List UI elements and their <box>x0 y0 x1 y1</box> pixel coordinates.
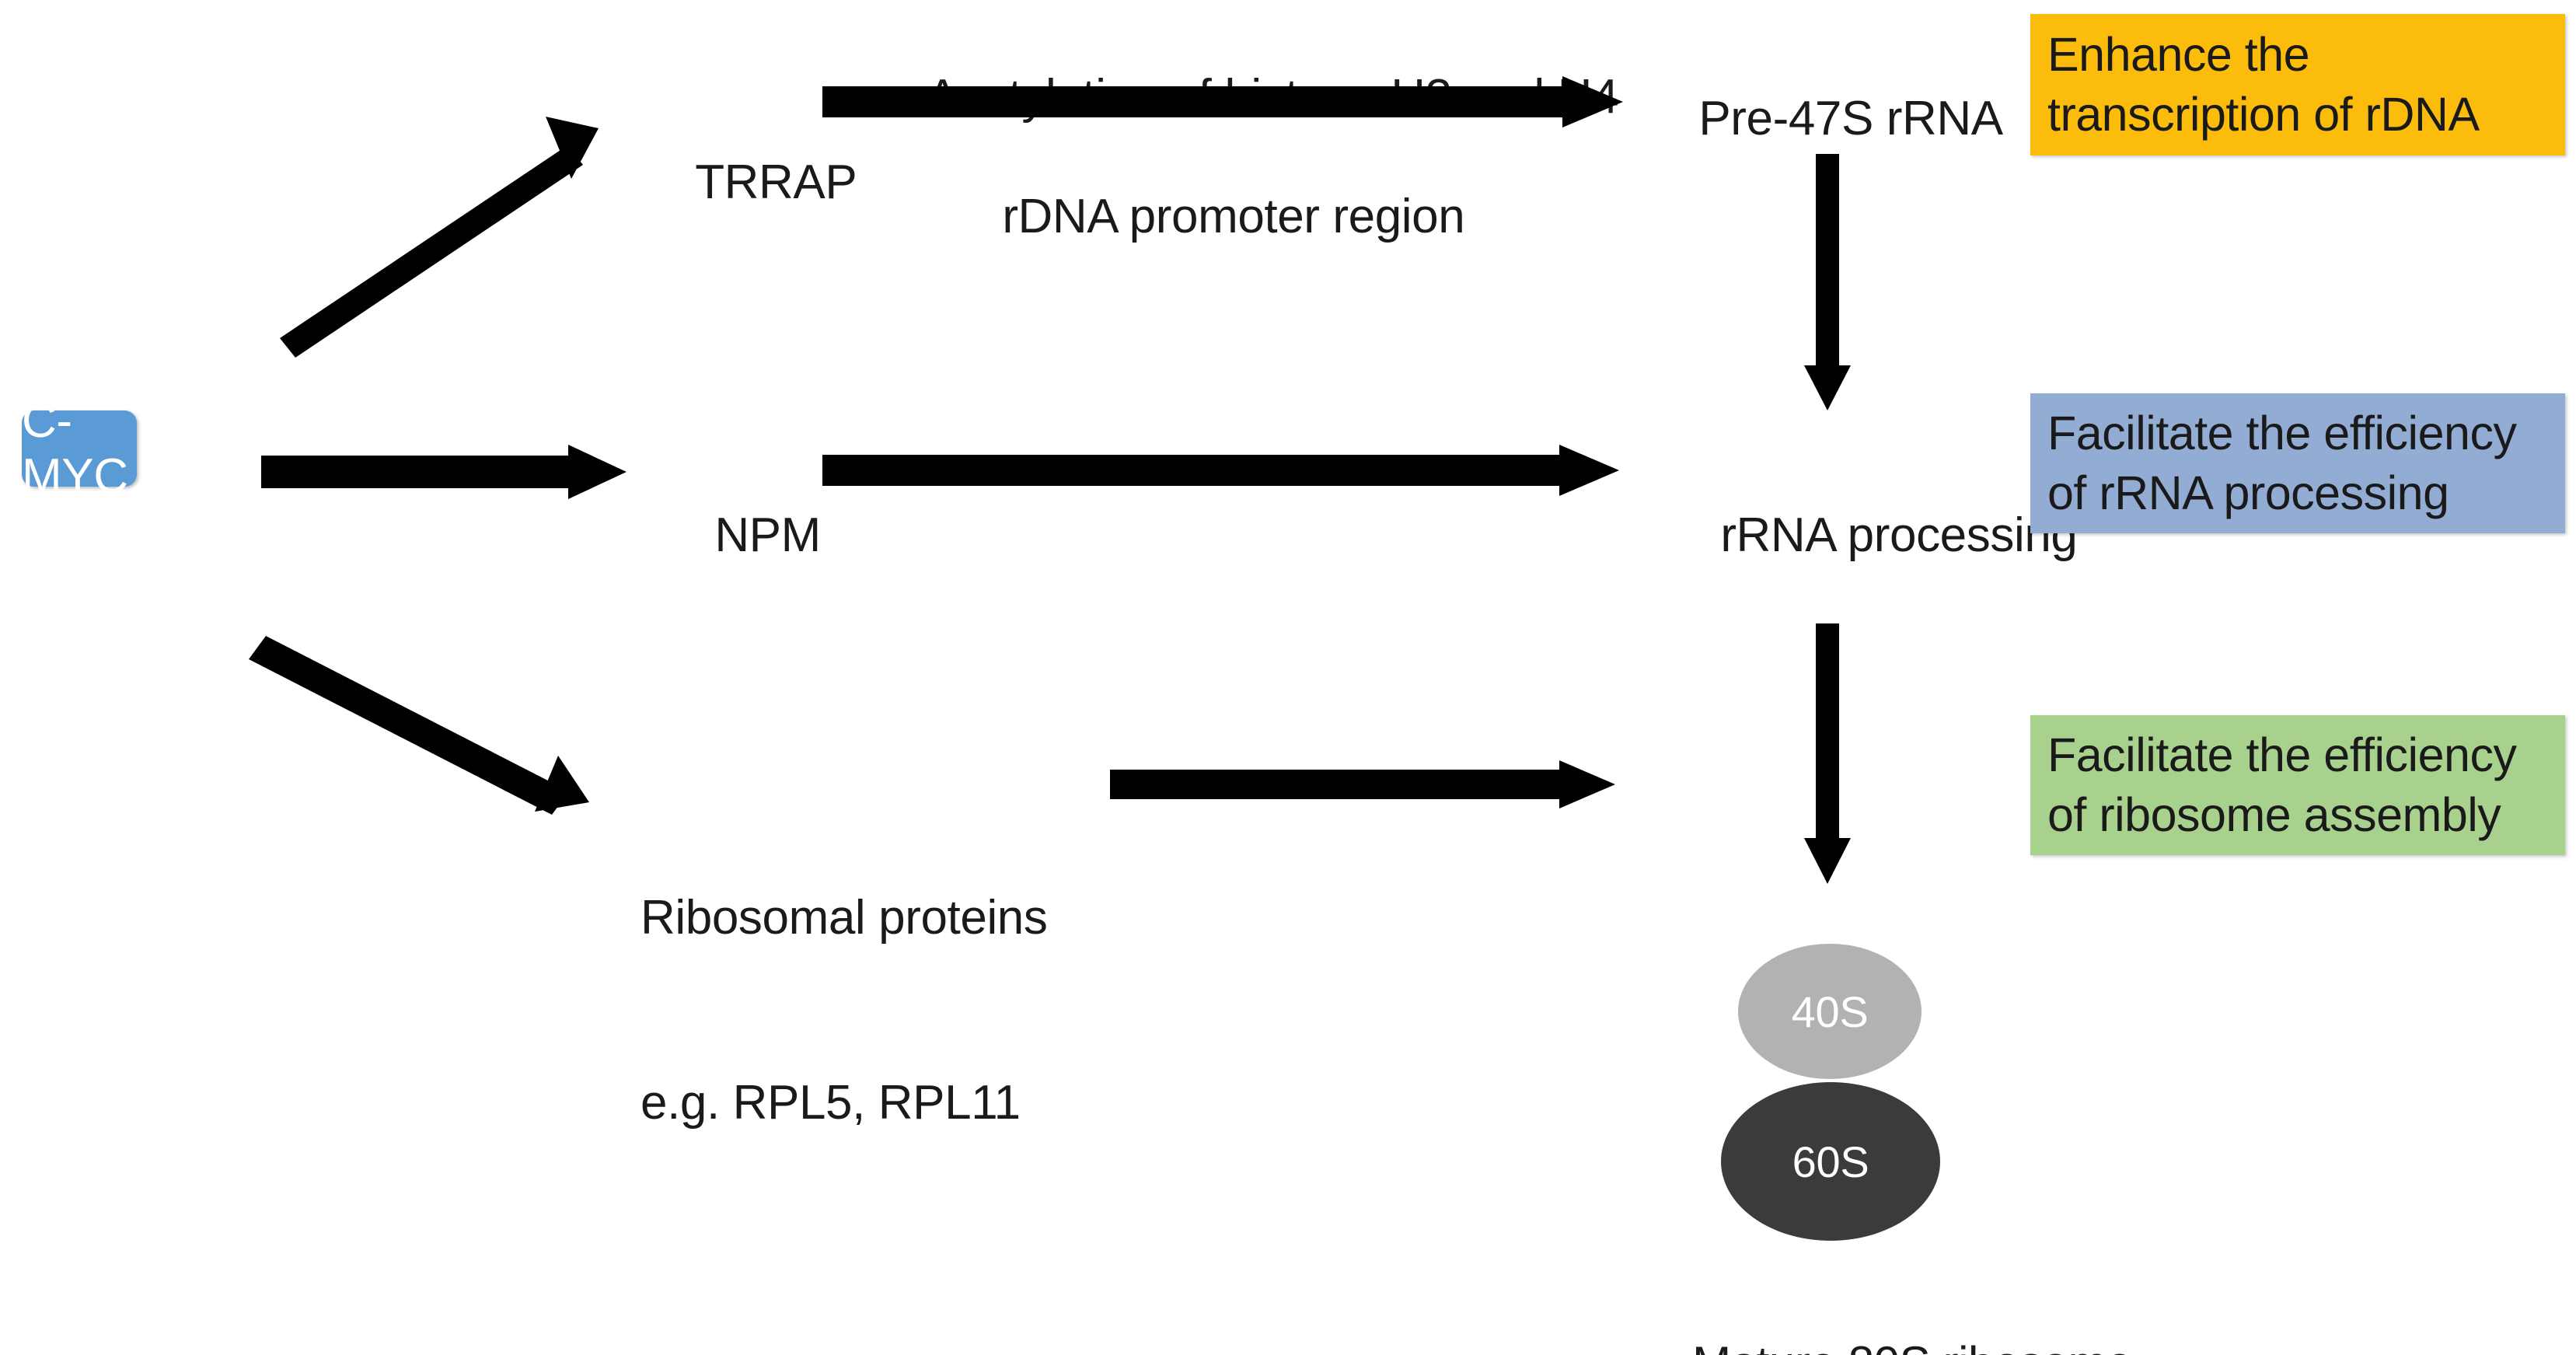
node-ribosomal-proteins-line1: Ribosomal proteins <box>641 890 1048 945</box>
outcome-box-enhance-transcription-line1: Enhance the <box>2047 27 2310 81</box>
outcome-box-enhance-transcription-line2: transcription of rDNA <box>2047 88 2480 141</box>
node-c-myc[interactable]: C-MYC <box>22 394 137 503</box>
outcome-box-facilitate-rrna-processing-line2: of rRNA processing <box>2047 466 2449 519</box>
ribosome-subunit-40s-label: 40S <box>1791 987 1869 1036</box>
outcome-box-facilitate-ribosome-assembly[interactable]: Facilitate the efficiency of ribosome as… <box>2030 715 2565 855</box>
node-rrna-processing-label: rRNA processing <box>1720 508 2078 563</box>
node-ribosomal-proteins-line2: e.g. RPL5, RPL11 <box>641 1075 1021 1130</box>
ribosome-subunit-60s-label: 60S <box>1792 1137 1869 1186</box>
outcome-box-facilitate-rrna-processing[interactable]: Facilitate the efficiency of rRNA proces… <box>2030 393 2565 533</box>
node-pre-47s-rrna-label: Pre-47S rRNA <box>1698 92 2003 146</box>
ribosome-subunit-40s: 40S <box>1738 944 1922 1079</box>
ribosome-caption: Mature 80S ribosome <box>1642 1283 2132 1355</box>
outcome-box-facilitate-ribosome-assembly-line1: Facilitate the efficiency <box>2047 728 2517 781</box>
arrow-cmyc-to-trrap <box>280 117 599 358</box>
arrow-trrap-to-pre47s <box>822 76 1623 127</box>
ribosome-caption-text: Mature 80S ribosome <box>1692 1337 2132 1355</box>
node-npm[interactable]: NPM <box>662 443 821 628</box>
node-pre-47s-rrna[interactable]: Pre-47S rRNA <box>1646 26 2003 211</box>
node-ribosomal-proteins[interactable]: Ribosomal proteins e.g. RPL5, RPL11 <box>641 763 1048 1257</box>
arrow-cmyc-to-npm <box>261 445 627 499</box>
arrow-ribosomal-proteins-to-assembly <box>1110 760 1615 808</box>
outcome-box-enhance-transcription[interactable]: Enhance the transcription of rDNA <box>2030 14 2565 155</box>
outcome-box-facilitate-ribosome-assembly-line2: of ribosome assembly <box>2047 788 2501 841</box>
arrow-caption-rdna-promoter: rDNA promoter region <box>950 131 1464 304</box>
node-npm-label: NPM <box>714 508 821 563</box>
node-trrap-label: TRRAP <box>695 155 857 210</box>
arrow-caption-rdna-promoter-text: rDNA promoter region <box>1002 190 1465 244</box>
ribosome-subunit-60s: 60S <box>1721 1082 1940 1241</box>
node-trrap[interactable]: TRRAP <box>644 90 857 275</box>
outcome-box-facilitate-rrna-processing-line1: Facilitate the efficiency <box>2047 406 2517 459</box>
arrow-npm-to-rrna-processing <box>822 445 1619 496</box>
arrow-cmyc-to-ribosomal-proteins <box>249 636 589 815</box>
arrow-rrna-processing-to-ribosome <box>1804 623 1851 884</box>
node-rrna-processing[interactable]: rRNA processing <box>1668 443 2078 628</box>
arrow-pre47s-to-rrna-processing <box>1804 154 1851 410</box>
node-c-myc-label: C-MYC <box>22 394 128 503</box>
